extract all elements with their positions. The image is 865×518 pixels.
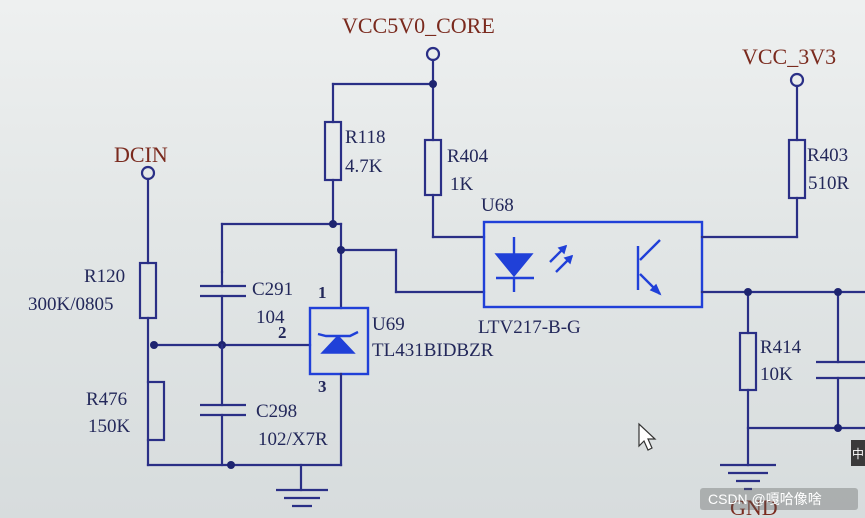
u69-value: TL431BIDBZR [372,340,494,361]
power-port-vcc5v0 [425,46,441,62]
u69-pin-2: 2 [278,323,287,342]
resistor-r118 [323,120,343,182]
u69-ref: U69 [372,314,405,335]
junction-dot [744,288,752,296]
resistor-r120 [138,261,158,320]
r404-ref: R404 [447,146,489,167]
resistor-r414 [738,331,758,392]
wires-dcin [146,177,343,467]
mouse-cursor-icon [638,422,657,451]
r118-value: 4.7K [345,156,383,177]
junction-dot [150,341,158,349]
r118-ref: R118 [345,127,385,148]
optocoupler-u68 [482,220,704,309]
net-label-vcc-3v3: VCC_3V3 [742,44,836,69]
ground-symbol [276,463,328,508]
r476-value: 150K [88,416,131,437]
resistor-r476 [146,380,166,442]
edge-panel-text: 中 [852,446,864,461]
net-label-gnd: GND [730,495,778,518]
junction-dot [834,288,842,296]
junction-dot [429,80,437,88]
c298-value: 102/X7R [258,429,328,450]
c291-value: 104 [256,307,285,328]
resistor-r404 [423,138,443,197]
c298-ref: C298 [256,401,297,422]
r403-ref: R403 [807,145,848,166]
power-port-vcc3v3 [789,72,805,88]
u69-pin-3: 3 [318,377,327,396]
r120-ref: R120 [84,266,125,287]
watermark-background [700,488,858,510]
r120-value: 300K/0805 [28,294,114,315]
ground-symbol [720,463,776,491]
capacitor-c298 [200,343,246,467]
junction-dot [227,461,235,469]
junction-dot [329,220,337,228]
ic-u69-tl431 [308,306,370,467]
resistor-r403 [787,138,807,200]
u68-value: LTV217-B-G [478,317,581,338]
r403-value: 510R [808,173,850,194]
net-label-dcin: DCIN [114,142,168,167]
r414-ref: R414 [760,337,802,358]
junction-dot [337,246,345,254]
net-label-vcc5v0-core: VCC5V0_CORE [342,13,495,38]
r414-value: 10K [760,364,793,385]
watermark: CSDN @嘎哈像啥 [708,491,822,507]
edge-panel [851,440,865,466]
capacitor-c291 [200,270,246,347]
c291-ref: C291 [252,279,293,300]
junction-dot [834,424,842,432]
r476-ref: R476 [86,389,127,410]
power-port-dcin [140,165,156,181]
wires-vcc3v3 [700,84,799,239]
r404-value: 1K [450,174,474,195]
u69-pin-1: 1 [318,283,327,302]
u68-ref: U68 [481,195,514,216]
